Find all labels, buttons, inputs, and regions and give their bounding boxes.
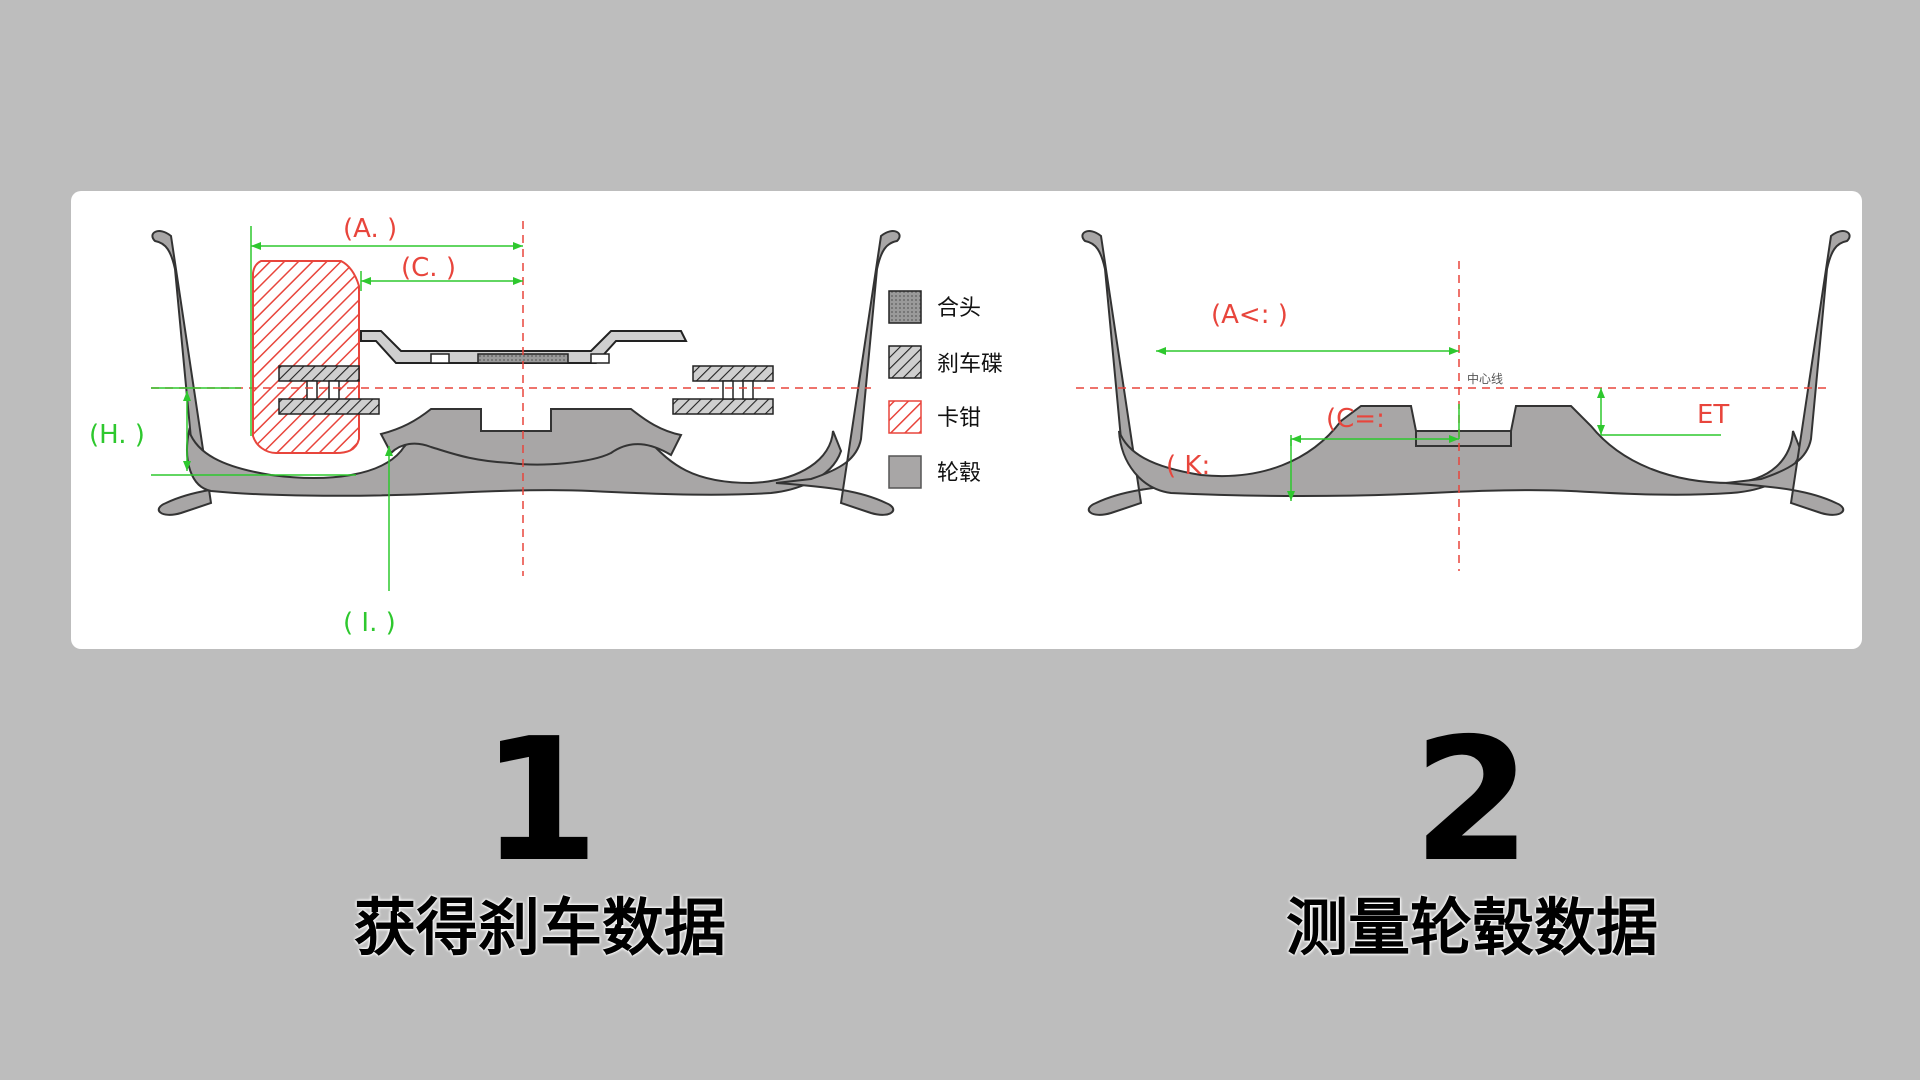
label-i: ( I. ) <box>343 608 396 638</box>
label-k-right: ( K: <box>1166 451 1210 481</box>
label-c: (C. ) <box>401 253 456 283</box>
step-1-number: 1 <box>480 702 600 900</box>
label-et: ET <box>1697 400 1729 430</box>
legend: 合头 刹车碟 卡钳 轮毂 <box>888 290 1003 489</box>
legend-item-brake-disc: 刹车碟 <box>888 345 1003 379</box>
step-2-caption: 测量轮毂数据 <box>1285 891 1658 964</box>
diagram-card: (A. ) (C. ) (H. ) ( I. ) 合头 刹车碟 卡钳 <box>71 191 1862 649</box>
label-a-right: (A<: ) <box>1211 300 1288 330</box>
legend-item-caliper: 卡钳 <box>888 400 981 434</box>
step-1: 1 获得刹车数据 <box>240 716 840 962</box>
legend-item-joint: 合头 <box>888 290 981 324</box>
step-1-caption: 获得刹车数据 <box>353 891 726 964</box>
legend-label-hub: 轮毂 <box>937 461 981 486</box>
label-centerline: 中心线 <box>1467 371 1503 386</box>
right-wheel-section: (A<: ) (C=: ( K: ET 中心线 <box>1076 230 1851 571</box>
step-2-number: 2 <box>1412 702 1532 900</box>
label-c-right: (C=: <box>1326 404 1385 434</box>
legend-label-caliper: 卡钳 <box>937 406 981 431</box>
wheel-diagrams: (A. ) (C. ) (H. ) ( I. ) 合头 刹车碟 卡钳 <box>89 214 1851 638</box>
legend-label-joint: 合头 <box>937 296 981 321</box>
step-2: 2 测量轮毂数据 <box>1172 716 1772 962</box>
label-h: (H. ) <box>89 420 145 450</box>
legend-item-hub: 轮毂 <box>888 455 981 489</box>
left-wheel-section: (A. ) (C. ) (H. ) ( I. ) <box>89 214 901 638</box>
label-a: (A. ) <box>343 214 397 244</box>
legend-label-brake-disc: 刹车碟 <box>937 352 1003 377</box>
